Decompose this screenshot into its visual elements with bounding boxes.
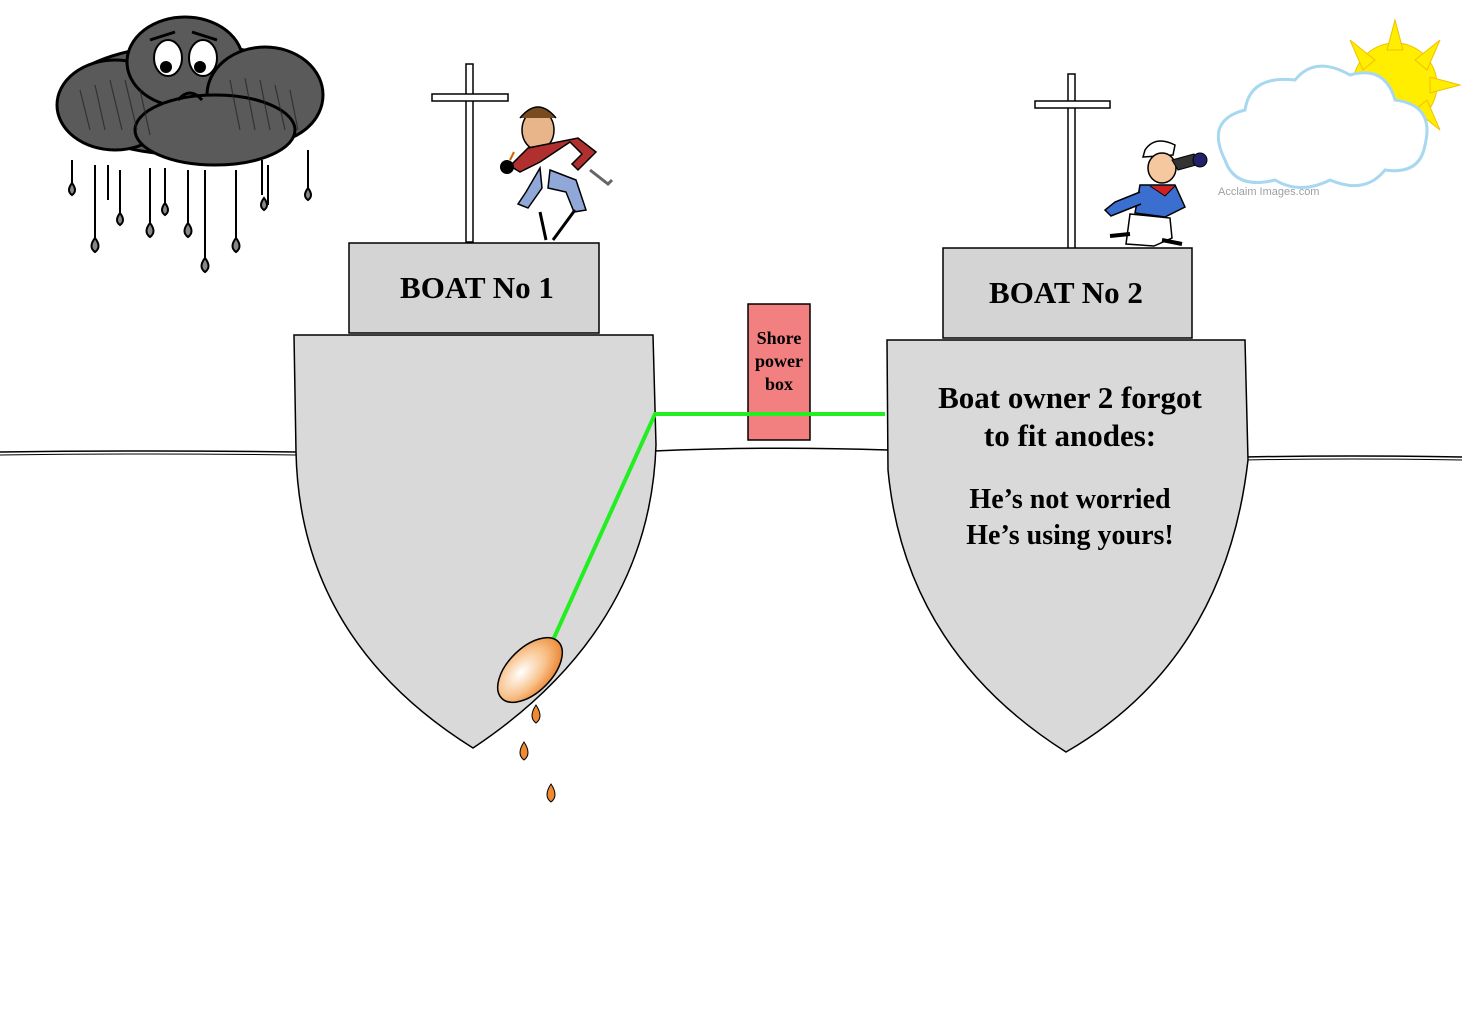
- pirate-figure-icon: [500, 106, 614, 241]
- boat-1-hull: [293, 334, 657, 749]
- shore-power-box: Shore power box: [747, 303, 811, 441]
- anode-drips: [519, 704, 556, 803]
- boat-1: BOAT No 1: [293, 63, 657, 749]
- boat-2-hull: [886, 339, 1249, 753]
- sun-behind-cloud-icon: Acclaim Images.com: [1216, 18, 1462, 198]
- shore-box-line3: box: [765, 374, 793, 394]
- boat-2-mast: [1034, 73, 1111, 251]
- boat-2-text-line1: Boat owner 2 forgot: [938, 380, 1202, 415]
- electrical-wire: [551, 412, 885, 641]
- corroding-anode: [496, 636, 564, 704]
- boat-1-label: BOAT No 1: [400, 270, 554, 305]
- shore-box-line1: Shore: [757, 328, 802, 348]
- sad-rain-cloud-icon: [55, 15, 325, 274]
- waterline: [0, 447, 1462, 461]
- boat-2: BOAT No 2 Boat owner 2 forgot to fit ano…: [886, 73, 1249, 753]
- watermark-text: Acclaim Images.com: [1218, 186, 1319, 198]
- boat-1-mast: [431, 63, 509, 243]
- shore-box-line2: power: [755, 351, 803, 371]
- boat-2-cabin: [942, 247, 1193, 339]
- boat-2-text-line2: to fit anodes:: [984, 418, 1156, 453]
- boat-2-label: BOAT No 2: [989, 275, 1143, 310]
- boat-2-text-line3: He’s not worried: [969, 484, 1171, 515]
- sailor-with-binoculars-icon: [1103, 140, 1208, 247]
- boat-1-cabin: [348, 242, 600, 334]
- boat-2-text-line4: He’s using yours!: [966, 520, 1173, 551]
